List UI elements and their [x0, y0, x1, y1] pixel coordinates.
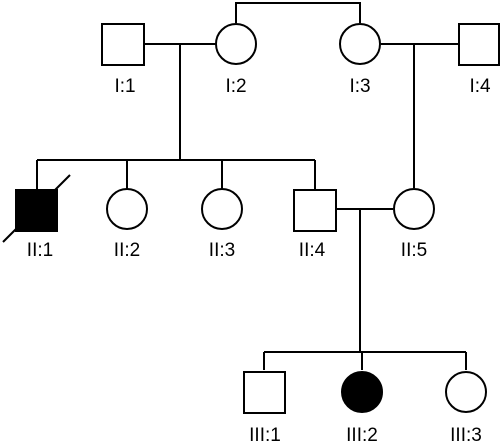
individual-label: II:3 — [209, 240, 235, 261]
sibling-line-gen1 — [235, 2, 361, 23]
individual-i2: I:2 — [215, 23, 257, 97]
male-symbol — [15, 189, 58, 232]
individual-label: II:5 — [401, 240, 427, 261]
male-symbol — [101, 23, 145, 66]
deceased-slash — [2, 174, 71, 243]
female-symbol — [106, 188, 148, 230]
individual-iii1: III:1 — [243, 371, 286, 446]
individual-label: I:3 — [349, 76, 370, 97]
individual-label: III:2 — [346, 425, 378, 446]
individual-ii4: II:4 — [293, 189, 337, 261]
individual-label: II:1 — [27, 240, 53, 261]
male-symbol — [243, 371, 286, 414]
male-symbol — [293, 189, 337, 232]
individual-ii2: II:2 — [106, 188, 148, 261]
individual-label: II:4 — [299, 240, 326, 261]
individual-label: I:4 — [469, 76, 491, 97]
female-symbol — [445, 371, 487, 413]
male-symbol — [458, 23, 500, 66]
individual-i4: I:4 — [458, 23, 500, 97]
female-symbol — [393, 188, 435, 230]
female-symbol — [201, 188, 243, 230]
female-symbol — [339, 23, 381, 65]
individual-ii1: II:1 — [2, 174, 71, 261]
individual-iii3: III:3 — [445, 371, 487, 446]
individual-ii5: II:5 — [393, 188, 435, 261]
individual-iii2: III:2 — [341, 371, 383, 446]
individual-ii3: II:3 — [201, 188, 243, 261]
female-symbol — [341, 371, 383, 413]
individual-label: II:2 — [114, 240, 140, 261]
individual-i3: I:3 — [339, 23, 381, 97]
individual-label: I:1 — [114, 76, 135, 97]
pedigree-lines — [36, 2, 467, 370]
individual-i1: I:1 — [101, 23, 145, 97]
individual-label: III:1 — [249, 425, 281, 446]
female-symbol — [215, 23, 257, 65]
individual-label: III:3 — [450, 425, 482, 446]
individual-label: I:2 — [225, 76, 246, 97]
